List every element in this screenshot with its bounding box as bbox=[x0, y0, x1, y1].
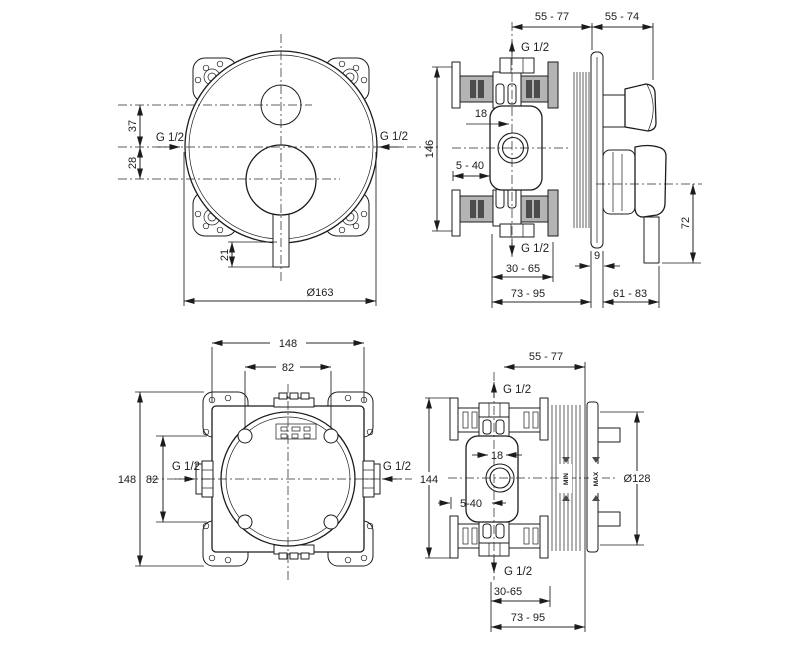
pipe-flange bbox=[547, 189, 559, 237]
inlet-left-label: G 1/2 bbox=[172, 461, 200, 473]
pipe-flange bbox=[547, 61, 559, 109]
sleeve-ribs bbox=[573, 72, 590, 228]
dimensions-box-side: 55 - 77 G 1/2 144 18 5-40 MIN MAX bbox=[412, 351, 659, 632]
max-depth-label: MAX bbox=[593, 471, 600, 486]
dimensions-trim-front: 37 28 G 1/2 G 1/2 21 Ø163 bbox=[127, 105, 408, 306]
dim-height: 146 bbox=[424, 140, 436, 158]
dim-trim-depth: 61 - 83 bbox=[613, 288, 647, 300]
pipe-flange bbox=[451, 61, 461, 109]
dim-depth-min: 30 - 65 bbox=[506, 263, 540, 275]
dim-plate-thickness: 9 bbox=[594, 250, 600, 262]
dim-adjust-range: 5-40 bbox=[460, 498, 482, 510]
outlet-top-label: G 1/2 bbox=[521, 42, 549, 54]
dim-box-height: 148 bbox=[118, 474, 136, 486]
dim-hole-spacing-v: 82 bbox=[146, 474, 158, 486]
dim-adjust-range: 5 - 40 bbox=[456, 160, 484, 172]
dimensions-box-front: 148 82 148 82 G 1/2 G 1/2 bbox=[118, 337, 411, 567]
inlet-right-label: G 1/2 bbox=[383, 461, 411, 473]
dim-sleeve-diameter: Ø128 bbox=[624, 473, 651, 485]
dim-top-offset: 37 bbox=[127, 120, 139, 132]
center-lines bbox=[452, 22, 702, 258]
dim-bottom-offset: 28 bbox=[127, 157, 139, 169]
lever-handle bbox=[634, 144, 667, 264]
view-trim-side: 55 - 77 55 - 74 G 1/2 146 18 5 - 40 G 1/… bbox=[424, 11, 702, 308]
mounting-tab bbox=[597, 427, 621, 443]
pipe-flange bbox=[451, 189, 461, 237]
dim-depth-total: 73 - 95 bbox=[511, 288, 545, 300]
pipe-fittings bbox=[451, 61, 559, 237]
outlet-bottom-label: G 1/2 bbox=[504, 566, 532, 578]
clamp-bottom bbox=[273, 544, 315, 560]
pipe-flange bbox=[449, 397, 459, 441]
dim-stem-offset: 21 bbox=[219, 249, 231, 261]
clamp-top bbox=[273, 392, 315, 408]
screw-holes bbox=[237, 428, 339, 530]
valve-body bbox=[489, 57, 543, 238]
id-plate bbox=[275, 423, 317, 440]
dim-depth-total: 73 - 95 bbox=[511, 612, 545, 624]
pipe-flange bbox=[539, 397, 549, 441]
dim-center-offset: 18 bbox=[491, 450, 503, 462]
min-depth-label: MIN bbox=[563, 473, 570, 485]
dim-plate-diameter: Ø163 bbox=[307, 287, 334, 299]
pipe-flange bbox=[449, 515, 459, 559]
mounting-tab bbox=[597, 511, 621, 527]
inlet-right-label: G 1/2 bbox=[380, 131, 408, 143]
outlet-bottom-label: G 1/2 bbox=[521, 243, 549, 255]
outlet-top-label: G 1/2 bbox=[503, 384, 531, 396]
inlet-left-label: G 1/2 bbox=[156, 132, 184, 144]
dim-span-trim: 55 - 74 bbox=[605, 11, 639, 23]
view-box-front: 148 82 148 82 G 1/2 G 1/2 bbox=[118, 337, 430, 582]
dim-span-body: 55 - 77 bbox=[535, 11, 569, 23]
handle-rosette bbox=[602, 149, 636, 215]
dim-span-body: 55 - 77 bbox=[529, 351, 563, 363]
view-box-side: 55 - 77 G 1/2 144 18 5-40 MIN MAX bbox=[412, 351, 659, 632]
dim-handle-drop: 72 bbox=[680, 217, 692, 229]
dim-center-offset: 18 bbox=[475, 108, 487, 120]
dimensions-trim-side: 55 - 77 55 - 74 G 1/2 146 18 5 - 40 G 1/… bbox=[424, 11, 701, 308]
dim-depth-min: 30-65 bbox=[494, 586, 522, 598]
view-trim-front: 37 28 G 1/2 G 1/2 21 Ø163 bbox=[118, 34, 441, 306]
dim-height: 144 bbox=[420, 474, 438, 486]
diverter-knob bbox=[602, 83, 657, 132]
dim-hole-spacing-h: 82 bbox=[282, 362, 294, 374]
dim-box-width: 148 bbox=[279, 338, 297, 350]
pipe-flange bbox=[539, 515, 549, 559]
